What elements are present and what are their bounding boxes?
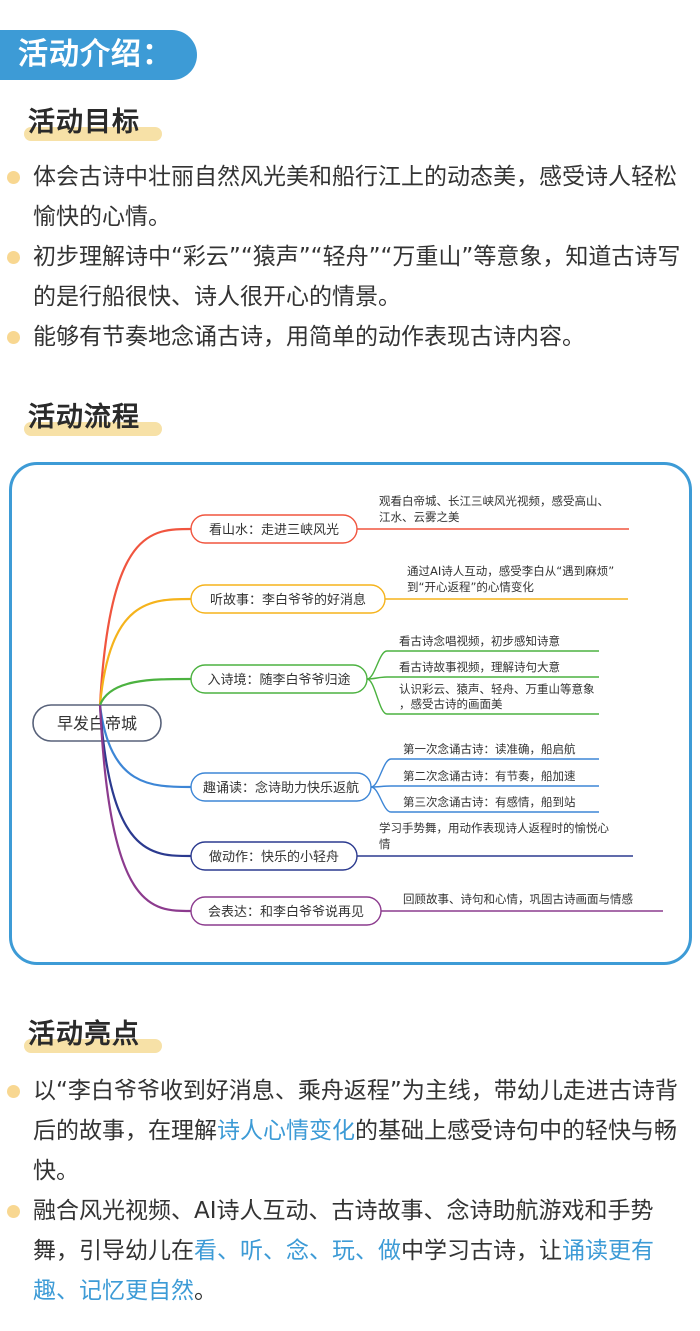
goals-title-text: 活动目标 [28,107,140,138]
branch-node-label: 会表达：和李白爷爷说再见 [208,904,364,920]
root-node-box [32,704,162,742]
detail-connector [366,678,388,715]
title-highlight [24,127,162,141]
highlights-title-text: 活动亮点 [28,1019,140,1050]
detail-text: 第二次念诵古诗：有节奏，船加速 [403,769,576,783]
branch-node-label: 趣诵读：念诗助力快乐返航 [203,780,359,796]
detail-text: 通过AI诗人互动，感受李白从“遇到麻烦” [407,564,614,578]
branch-node-label: 入诗境：随李白爷爷归途 [207,672,350,688]
detail-connector [370,758,392,788]
detail-text: 认识彩云、猿声、轻舟、万重山等意象 [399,682,595,696]
highlight-item: 融合风光视频、AI诗人互动、古诗故事、念诗助航游戏和手势舞，引导幼儿在看、听、念… [0,1191,700,1311]
bullet-dot-icon [7,251,20,264]
branch-node-label: 做动作：快乐的小轻舟 [209,849,339,865]
process-mindmap: 早发白帝城 看山水：走进三峡风光 观看白帝城、长江三峡风光视频，感受高山、江水、云雾… [32,494,663,926]
process-section-title: 活动流程 [24,398,162,438]
process-title-text: 活动流程 [28,402,140,433]
detail-text: 情 [379,837,391,851]
branch-connector [98,527,192,706]
goal-item: 初步理解诗中“彩云”“猿声”“轻舟”“万重山”等意象，知道古诗写的是行船很快、诗… [0,237,700,317]
title-highlight [24,1039,162,1053]
highlight-item: 以“李白爷爷收到好消息、乘舟返程”为主线，带幼儿走进古诗背后的故事，在理解诗人心… [0,1071,700,1191]
intro-banner: 活动介绍： [0,30,197,80]
bullet-dot-icon [7,171,20,184]
goal-item: 体会古诗中壮丽自然风光美和船行江上的动态美，感受诗人轻松愉快的心情。 [0,157,700,237]
bullet-dot-icon [7,1205,20,1218]
branch-node-label: 看山水：走进三峡风光 [209,522,339,538]
branch-node-label: 听故事：李白爷爷的好消息 [210,592,366,608]
highlight-keyword: 诗人心情变化 [217,1118,355,1144]
goals-section-title: 活动目标 [24,103,162,143]
highlights-section-title: 活动亮点 [24,1015,162,1055]
title-highlight [24,422,162,436]
detail-text: 看古诗故事视频，理解诗句大意 [399,660,560,674]
branch-connector [98,677,192,706]
highlight-keyword: 诵读更有趣、记忆更自然 [33,1238,654,1304]
goals-list: 体会古诗中壮丽自然风光美和船行江上的动态美，感受诗人轻松愉快的心情。 初步理解诗… [0,157,700,357]
detail-text: 到“开心返程”的心情变化 [407,580,534,594]
root-node-label: 早发白帝城 [57,714,137,733]
highlight-keyword: 看、听、念、玩、做 [194,1238,401,1264]
detail-connector [366,650,388,680]
detail-text: ，感受古诗的画面美 [399,697,503,711]
branch-connector [98,704,192,858]
highlights-list: 以“李白爷爷收到好消息、乘舟返程”为主线，带幼儿走进古诗背后的故事，在理解诗人心… [0,1071,700,1311]
branch-connector [98,704,192,789]
detail-text: 第一次念诵古诗：读准确，船启航 [403,742,576,756]
branch-connector [98,704,192,913]
bullet-dot-icon [7,1085,20,1098]
detail-connector [370,786,392,813]
detail-text: 回顾故事、诗句和心情，巩固古诗画面与情感 [403,892,633,906]
detail-text: 观看白帝城、长江三峡风光视频，感受高山、 [379,494,609,508]
goal-item: 能够有节奏地念诵古诗，用简单的动作表现古诗内容。 [0,317,700,357]
detail-text: 江水、云雾之美 [379,510,460,524]
detail-text: 第三次念诵古诗：有感情，船到站 [403,795,576,809]
branch-connector [98,597,192,706]
detail-text: 学习手势舞，用动作表现诗人返程时的愉悦心 [379,821,609,835]
detail-text: 看古诗念唱视频，初步感知诗意 [399,634,560,648]
bullet-dot-icon [7,331,20,344]
